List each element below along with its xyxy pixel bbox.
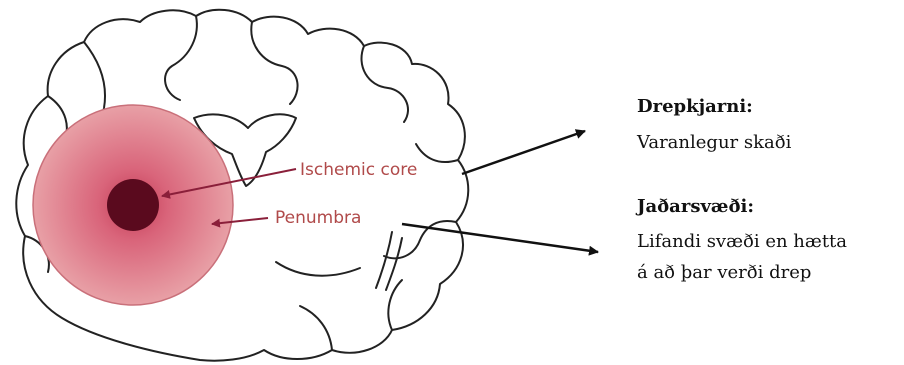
penumbra-label: Penumbra — [275, 208, 361, 228]
sulcus-bottom-right — [388, 280, 402, 330]
sulcus-top-right — [251, 22, 297, 104]
core-annotation-arrow — [462, 131, 585, 174]
penumbra-annotation-desc-line1: Lifandi svæði en hætta — [637, 231, 847, 252]
ischemic-core-label: Ischemic core — [300, 160, 417, 180]
penumbra-annotation-arrow — [402, 224, 598, 252]
internal-curve — [276, 262, 360, 276]
sulcus-right-mid — [416, 144, 458, 162]
penumbra-annotation-desc-line2: á að þar verði drep — [637, 262, 811, 283]
core-annotation-desc: Varanlegur skaði — [636, 132, 792, 153]
sulcus-top-mid — [165, 16, 197, 100]
sulcus-bottom-mid — [300, 306, 332, 350]
ischemic-core-region — [107, 179, 159, 231]
penumbra-annotation-title: Jaðarsvæði: — [635, 196, 754, 217]
sulcus-right-upper — [361, 46, 408, 122]
core-annotation-title: Drepkjarni: — [637, 96, 753, 117]
